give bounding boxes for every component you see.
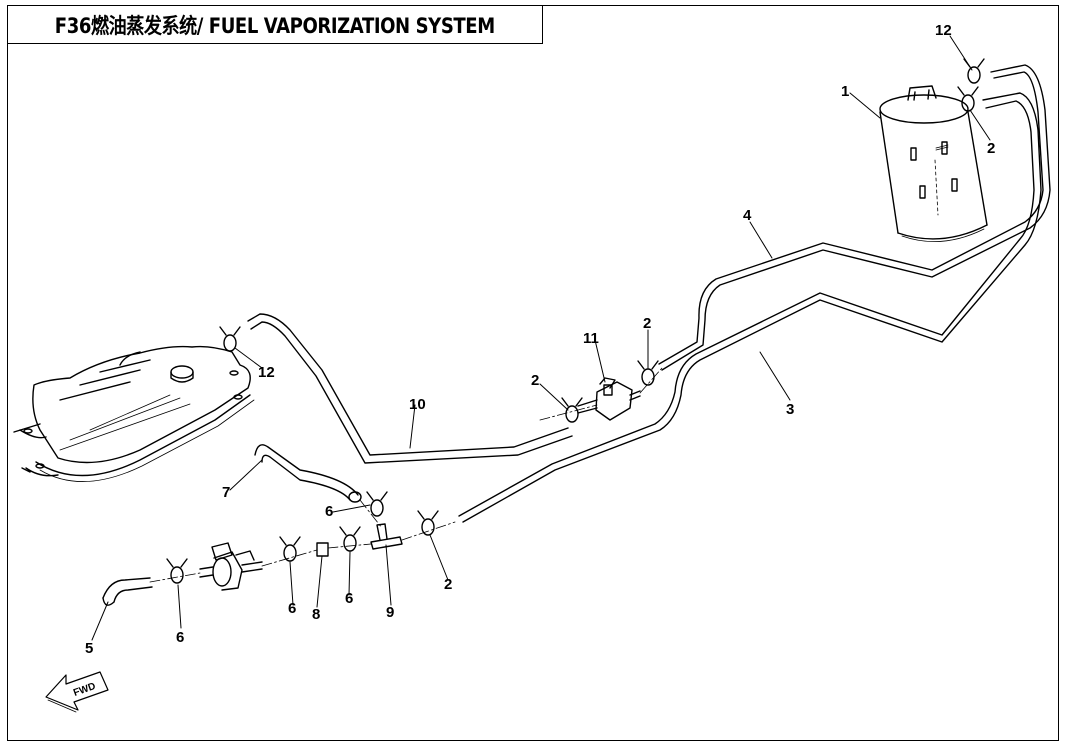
callout-7: 7 [222, 484, 230, 501]
callout-2: 2 [444, 576, 452, 593]
hose-3 [458, 92, 1042, 523]
fwd-label: FWD [72, 681, 97, 699]
forward-arrow-icon: FWD [45, 671, 109, 713]
sleeve-8 [316, 542, 329, 557]
callout-10: 10 [409, 396, 426, 413]
callout-2: 2 [531, 372, 539, 389]
hose-10 [247, 313, 573, 464]
leader-lines [91, 35, 991, 641]
tee-joint-9 [370, 523, 403, 550]
callout-labels: 1 2 2 2 2 3 4 5 6 6 6 6 7 8 9 10 11 12 1… [85, 22, 995, 657]
hose-4 [658, 64, 1051, 371]
valve-assembly [199, 542, 263, 591]
hose-7 [254, 444, 362, 503]
callout-6: 6 [176, 629, 184, 646]
callout-2: 2 [987, 140, 995, 157]
callout-3: 3 [786, 401, 794, 418]
fuel-tank [13, 345, 255, 482]
title-box: F36燃油蒸发系统/ FUEL VAPORIZATION SYSTEM [7, 5, 543, 44]
callout-12: 12 [258, 364, 275, 381]
carbon-canister [879, 85, 988, 242]
callout-5: 5 [85, 640, 93, 657]
callout-9: 9 [386, 604, 394, 621]
callout-2: 2 [643, 315, 651, 332]
callout-12: 12 [935, 22, 952, 39]
callout-8: 8 [312, 606, 320, 623]
callout-6: 6 [325, 503, 333, 520]
callout-4: 4 [743, 207, 752, 224]
callout-6: 6 [288, 600, 296, 617]
assembly-center-lines [149, 367, 663, 583]
diagram-title: F36燃油蒸发系统/ FUEL VAPORIZATION SYSTEM [55, 13, 495, 38]
hose-5 [102, 577, 153, 606]
hose-clamps [166, 58, 985, 584]
callout-6: 6 [345, 590, 353, 607]
callout-11: 11 [583, 330, 599, 347]
callout-1: 1 [841, 83, 849, 100]
solenoid-valve [577, 377, 641, 421]
